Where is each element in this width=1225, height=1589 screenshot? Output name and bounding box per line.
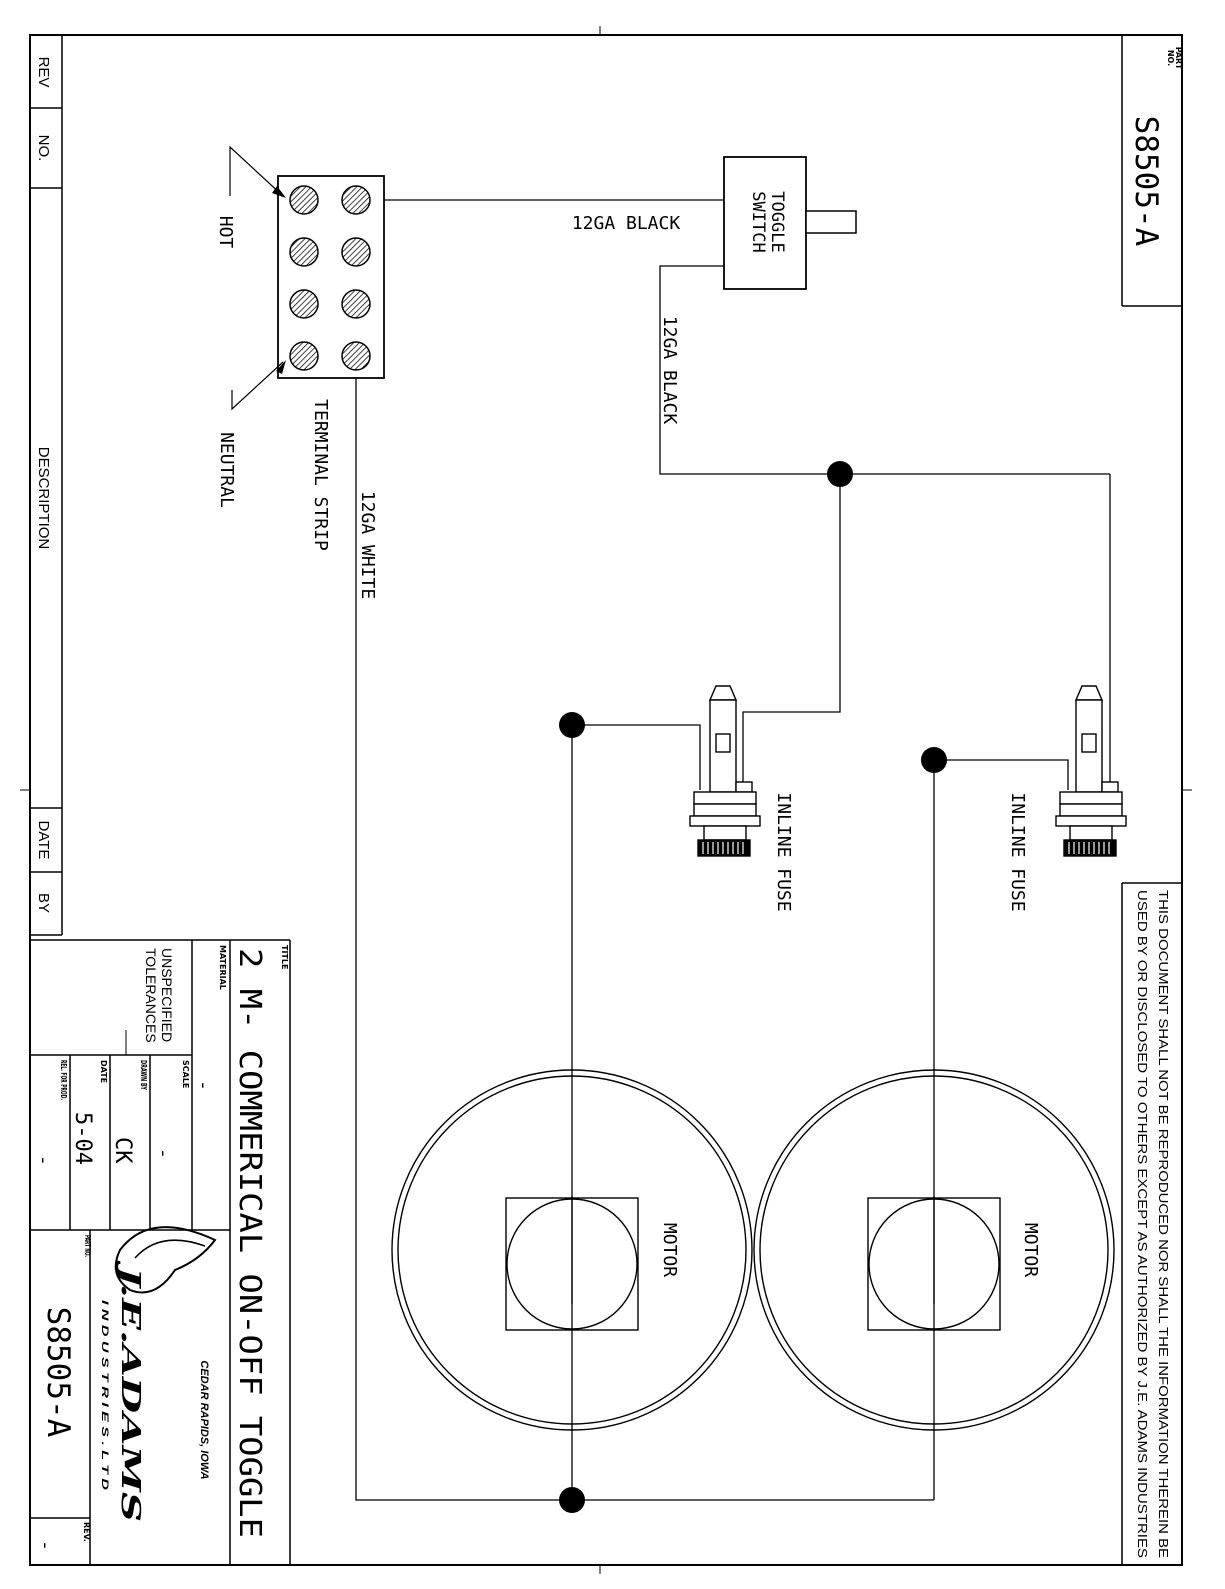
date-value: 5-04 bbox=[70, 1112, 95, 1165]
material-label: MATERIAL bbox=[218, 945, 227, 990]
motor-1 bbox=[391, 1069, 753, 1431]
fuse-1-label: INLINE FUSE bbox=[773, 792, 794, 911]
part-number: S8505-A bbox=[1128, 116, 1164, 247]
inline-fuse-2 bbox=[1055, 685, 1127, 857]
company-logo: J.E.ADAMS I N D U S T R I E S . L T D bbox=[100, 1226, 217, 1522]
rel-label: REL. FOR PROD. bbox=[59, 1060, 68, 1100]
rev-header: REV bbox=[35, 57, 52, 88]
revision-block: REV NO. DESCRIPTION DATE BY bbox=[30, 35, 63, 936]
wire-fuse-1-to-motor-1 bbox=[571, 724, 701, 1500]
tolerances-line-1: UNSPECIFIED bbox=[159, 948, 175, 1042]
screw-terminal bbox=[289, 341, 319, 371]
part-label-bottom: PART NO. bbox=[83, 1235, 92, 1257]
toggle-switch-label-1: TOGGLE bbox=[767, 191, 787, 252]
date-header: DATE bbox=[35, 821, 52, 860]
motor-1-label: MOTOR bbox=[659, 1223, 680, 1277]
wire-black-from-switch bbox=[659, 265, 1110, 475]
screw-terminal bbox=[341, 237, 371, 267]
motor-2-label: MOTOR bbox=[1020, 1223, 1041, 1277]
part-number-header: PART NO. S8505-A bbox=[1121, 35, 1183, 307]
hot-label: HOT bbox=[215, 216, 236, 249]
title-label: TITLE bbox=[280, 945, 289, 969]
junction-main bbox=[827, 461, 853, 487]
description-header: DESCRIPTION bbox=[35, 447, 52, 550]
drawing-title: 2 M- COMMERICAL ON-OFF TOGGLE bbox=[232, 948, 267, 1538]
junction-dots bbox=[559, 461, 947, 1513]
logo-text: J.E.ADAMS bbox=[115, 1259, 145, 1522]
inline-fuse-1 bbox=[689, 685, 761, 857]
motor-2 bbox=[753, 1069, 1115, 1431]
sheet-border bbox=[20, 26, 1192, 1574]
terminal-strip bbox=[229, 145, 385, 411]
wire-black-from-switch-label: 12GA BLACK bbox=[659, 316, 680, 425]
no-label: NO. bbox=[1166, 50, 1175, 66]
notice-line-2: USED BY OR DISCLOSED TO OTHERS EXCEPT AS… bbox=[1135, 890, 1150, 1558]
tolerances-line-2: TOLERANCES bbox=[143, 948, 159, 1043]
part-number-bottom: S8505-A bbox=[40, 1307, 76, 1438]
scale-value: - bbox=[153, 1148, 174, 1159]
wire-junction-to-fuse-1 bbox=[742, 474, 841, 790]
drawn-label: DRAWN BY bbox=[139, 1060, 148, 1090]
wire-white bbox=[355, 356, 934, 1501]
wire-white-label: 12GA WHITE bbox=[357, 491, 378, 599]
material-value: - bbox=[193, 1080, 214, 1091]
screw-terminal bbox=[341, 185, 371, 215]
notice-box: THIS DOCUMENT SHALL NOT BE REPRODUCED NO… bbox=[1121, 882, 1182, 1565]
wires bbox=[355, 199, 1111, 1501]
logo-subtitle: I N D U S T R I E S . L T D bbox=[100, 1300, 110, 1491]
rev-label-bottom: REV. bbox=[82, 1522, 91, 1542]
junction-bottom bbox=[559, 1487, 585, 1513]
junction-motor-2-top bbox=[921, 747, 947, 773]
screw-terminal bbox=[289, 185, 319, 215]
scale-label: SCALE bbox=[181, 1060, 190, 1088]
wire-black-to-switch-label: 12GA BLACK bbox=[572, 213, 681, 234]
company-location: CEDAR RAPIDS, IOWA bbox=[198, 1360, 210, 1479]
by-header: BY bbox=[35, 893, 52, 913]
fuse-2-label: INLINE FUSE bbox=[1007, 792, 1028, 911]
date-label: DATE bbox=[99, 1060, 108, 1083]
screw-terminal bbox=[341, 341, 371, 371]
toggle-lever bbox=[805, 210, 857, 234]
screw-terminal bbox=[341, 289, 371, 319]
rel-value: - bbox=[33, 1155, 54, 1166]
wire-fuse-2-to-motor-2 bbox=[933, 759, 1069, 1500]
toggle-switch: TOGGLE SWITCH bbox=[723, 156, 857, 290]
no-header: NO. bbox=[35, 135, 52, 162]
screw-terminal bbox=[289, 237, 319, 267]
junction-motor-1-top bbox=[559, 712, 585, 738]
title-block: TITLE 2 M- COMMERICAL ON-OFF TOGGLE MATE… bbox=[30, 939, 291, 1565]
toggle-switch-label-2: SWITCH bbox=[748, 191, 768, 252]
screw-terminal bbox=[289, 289, 319, 319]
notice-line-1: THIS DOCUMENT SHALL NOT BE REPRODUCED NO… bbox=[1156, 890, 1171, 1558]
rev-value-bottom: - bbox=[35, 1540, 56, 1551]
neutral-label: NEUTRAL bbox=[216, 432, 237, 508]
part-label: PART bbox=[1174, 47, 1183, 70]
terminal-strip-label: TERMINAL STRIP bbox=[310, 399, 331, 551]
drawn-value: CK bbox=[110, 1137, 135, 1164]
